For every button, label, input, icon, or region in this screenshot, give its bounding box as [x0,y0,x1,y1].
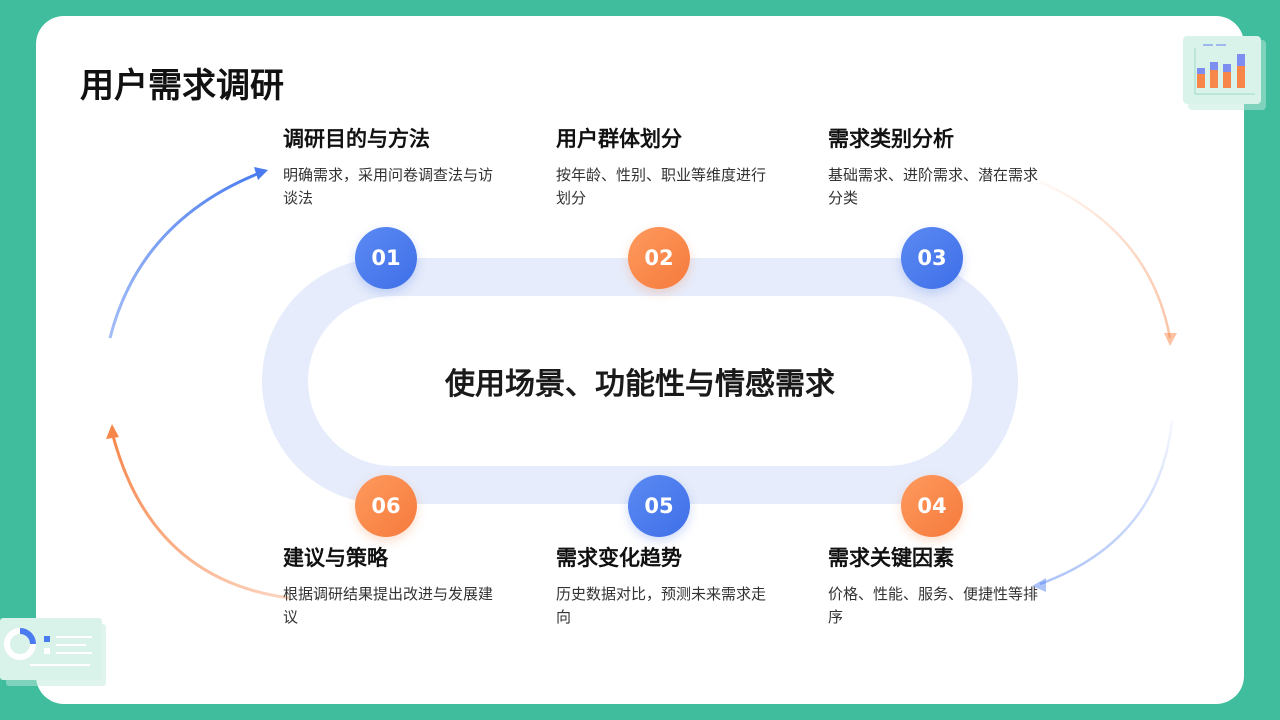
arrow-bottom-right-icon [1039,419,1174,586]
step-description: 历史数据对比，预测未来需求走向 [556,585,767,626]
arrowhead-top-left-icon [254,167,268,180]
step-description: 按年龄、性别、职业等维度进行划分 [556,166,767,207]
step-description: 基础需求、进阶需求、潜在需求分类 [828,166,1039,207]
loop-track-inner [308,296,972,466]
step-item-05: 需求变化趋势 历史数据对比，预测未来需求走向 [556,545,772,629]
step-title: 建议与策略 [283,546,388,570]
step-title: 需求类别分析 [828,127,954,151]
step-badge-06: 06 [355,475,417,537]
step-description: 价格、性能、服务、便捷性等排序 [828,585,1039,626]
arrow-bottom-left-icon [110,431,291,600]
center-statement: 使用场景、功能性与情感需求 [445,367,835,402]
arrow-top-right-icon [1039,180,1172,339]
page-title: 用户需求调研 [80,66,284,106]
step-title: 用户群体划分 [556,127,682,151]
step-badge-04: 04 [901,475,963,537]
step-badge-01: 01 [355,227,417,289]
arrowhead-bottom-left-icon [106,424,119,439]
step-badge-03: 03 [901,227,963,289]
donut-chart-icon [0,618,106,686]
step-title: 调研目的与方法 [283,127,430,151]
arrowhead-bottom-right-icon [1032,578,1046,592]
step-item-01: 调研目的与方法 明确需求，采用问卷调查法与访谈法 [283,126,499,210]
step-item-03: 需求类别分析 基础需求、进阶需求、潜在需求分类 [828,126,1044,210]
arrowhead-top-right-icon [1164,333,1177,346]
step-title: 需求关键因素 [828,546,954,570]
step-item-06: 建议与策略 根据调研结果提出改进与发展建议 [283,545,499,629]
arrow-top-left-icon [108,170,263,339]
step-item-02: 用户群体划分 按年龄、性别、职业等维度进行划分 [556,126,772,210]
step-title: 需求变化趋势 [556,546,682,570]
step-item-04: 需求关键因素 价格、性能、服务、便捷性等排序 [828,545,1044,629]
step-badge-05: 05 [628,475,690,537]
bar-chart-icon [1183,36,1266,110]
step-description: 根据调研结果提出改进与发展建议 [283,585,494,626]
step-badge-02: 02 [628,227,690,289]
step-description: 明确需求，采用问卷调查法与访谈法 [283,166,494,207]
